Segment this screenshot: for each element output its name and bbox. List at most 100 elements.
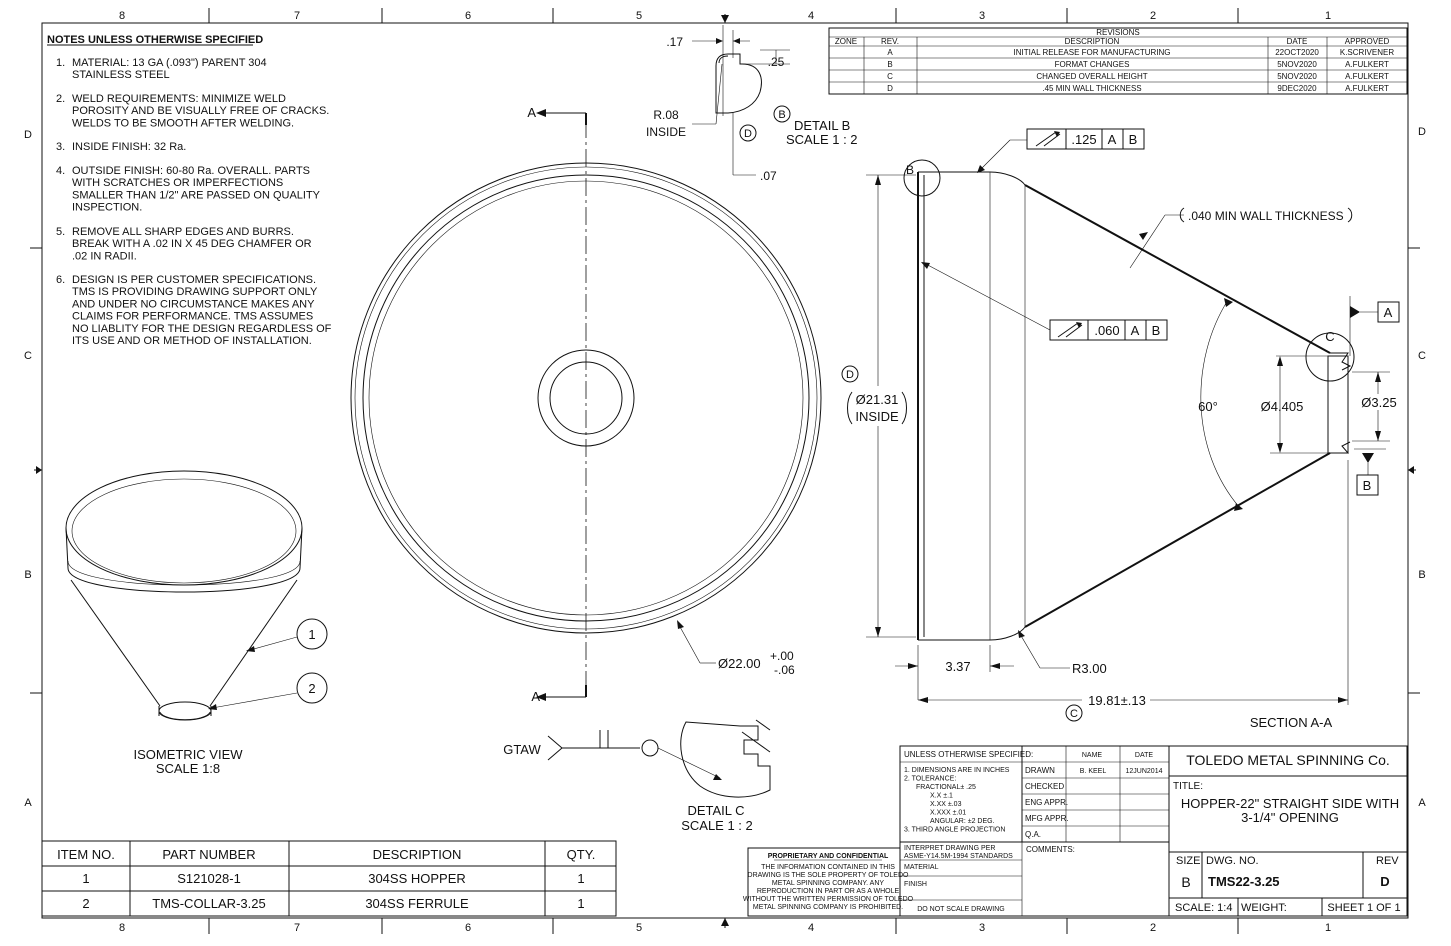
revision-cell: A.FULKERT [1345,60,1389,69]
bom-header: DESCRIPTION [373,847,462,862]
tb-sheet: SHEET 1 OF 1 [1327,902,1400,914]
dimension-017: .17 [666,35,683,49]
tb-weight: WEIGHT: [1241,902,1287,914]
note-number: 1. [56,57,65,69]
bom-cell: S121028-1 [177,871,241,886]
bom-cell: 2 [82,896,89,911]
note-number: 4. [56,165,65,177]
tb-dwg-no: TMS22-3.25 [1208,874,1280,889]
note-line: WELD REQUIREMENTS: MINIMIZE WELD [72,93,286,105]
zone-label-row: D [24,129,32,141]
zone-label-top: 6 [465,10,471,22]
cone-angle: 60° [1198,399,1218,414]
section-letter-top: A [527,105,536,120]
zone-labels-rows: D C B A D C B A [24,126,1426,809]
fcf-top-tolerance: .125 [1071,132,1096,147]
bom-cell: 1 [82,871,89,886]
tb-tolerance-line: 2. TOLERANCE: [904,776,956,783]
opening-diameter: Ø4.405 [1261,399,1304,414]
zone-label-row: A [24,797,32,809]
note-line: MATERIAL: 13 GA (.093") PARENT 304 [72,57,267,69]
zone-label-row: B [24,569,31,581]
zone-label-top: 7 [294,10,300,22]
revision-cell: C [887,72,893,81]
fcf-mid-tolerance: .060 [1094,323,1119,338]
proprietary-lines: THE INFORMATION CONTAINED IN THISDRAWING… [743,864,914,911]
note-line: INSIDE FINISH: 32 Ra. [72,141,186,153]
note-line: REMOVE ALL SHARP EDGES AND BURRS. [72,226,294,238]
note-line: DESIGN IS PER CUSTOMER SPECIFICATIONS. [72,274,316,286]
tb-col-date: DATE [1135,752,1153,759]
zone-label-bottom: 3 [979,922,985,934]
proprietary-line: METAL SPINNING COMPANY. ANY [772,880,884,887]
detail-b-callout-circle [903,159,941,197]
tb-comments-label: COMMENTS: [1026,845,1075,854]
zone-label-bottom: 8 [119,922,125,934]
bom-cell: 1 [577,871,584,886]
revisions-header: ZONE [835,37,857,46]
section-a-a-label: SECTION A-A [1250,715,1333,730]
zone-label-row: A [1418,797,1426,809]
detail-c-scale: SCALE 1 : 2 [681,818,753,833]
tb-dwg-label: DWG. NO. [1206,855,1259,867]
revisions-header: APPROVED [1345,37,1390,46]
revision-flag-d: D [744,128,752,140]
overall-height: 19.81±.13 [1088,693,1146,708]
bom-header: PART NUMBER [162,847,255,862]
note-line: AND UNDER NO CIRCUMSTANCE MAKES ANY [72,298,315,310]
tb-scale: SCALE: 1:4 [1175,902,1232,914]
zone-label-top: 5 [636,10,642,22]
note-line: SMALLER THAN 1/2" ARE PASSED ON QUALITY [72,189,321,201]
tb-title-label: TITLE: [1173,781,1203,792]
note-line: WITH SCRATCHES OR IMPERFECTIONS [72,177,283,189]
fcf-mid-datum: B [1152,323,1161,338]
tb-rev: D [1380,874,1389,889]
note-number: 2. [56,93,65,105]
front-view: A A Ø22.00 +.00 -.06 [350,105,822,704]
zone-label-top: 1 [1325,10,1331,22]
notes-list: 1.MATERIAL: 13 GA (.093") PARENT 304STAI… [56,57,332,347]
tb-finish-label: FINISH [904,881,927,888]
detail-c-tag: C [1325,329,1334,344]
sheet-border [30,8,1420,934]
zone-label-top: 2 [1150,10,1156,22]
proprietary-line: THE INFORMATION CONTAINED IN THIS [761,864,895,871]
zone-label-row: C [1418,350,1426,362]
collar-diameter: Ø3.25 [1361,395,1396,410]
proprietary-line: METAL SPINNING COMPANY IS PROHIBITED. [753,904,903,911]
revision-cell: FORMAT CHANGES [1055,60,1130,69]
zone-label-bottom: 6 [465,922,471,934]
notes-heading: NOTES UNLESS OTHERWISE SPECIFIED [47,34,263,46]
revision-cell: .45 MIN WALL THICKNESS [1042,84,1141,93]
tb-interpret-1: INTERPRET DRAWING PER [904,845,995,852]
tb-do-not-scale: DO NOT SCALE DRAWING [917,906,1005,913]
detail-b-label: DETAIL B [794,118,850,133]
tb-size: B [1181,874,1190,890]
detail-flag-circle [773,105,791,123]
tb-drawn-date: 12JUN2014 [1126,768,1163,775]
tb-rev-label: REV [1376,855,1399,867]
isometric-view: 1 2 ISOMETRIC VIEW SCALE 1:8 [65,470,328,776]
note-number: 3. [56,141,65,153]
tb-drawn-label: DRAWN [1025,766,1055,775]
tb-company: TOLEDO METAL SPINNING Co. [1186,752,1390,768]
tb-col-name: NAME [1082,752,1103,759]
tb-title-line2: 3-1/4" OPENING [1241,810,1339,825]
tb-tolerance-line: 3. THIRD ANGLE PROJECTION [904,827,1005,834]
zone-label-row: D [1418,126,1426,138]
balloon-1-circle [296,618,328,650]
bom-cell: 304SS FERRULE [365,896,469,911]
revision-cell: K.SCRIVENER [1340,48,1394,57]
revisions-header: DATE [1287,37,1308,46]
note-line: WELDS TO BE SMOOTH AFTER WELDING. [72,117,294,129]
title-block: UNLESS OTHERWISE SPECIFIED: NAME DATE 1.… [899,745,1408,917]
tb-tolerance-line: X.XX ±.03 [930,801,962,808]
zone-label-row: B [1418,569,1425,581]
tolerance-lower: -.06 [774,663,795,677]
revision-cell: CHANGED OVERALL HEIGHT [1036,72,1147,81]
detail-b-view: .17 .25 R.08 INSIDE D B .07 DETAIL B SCA… [646,25,858,183]
tb-material-label: MATERIAL [904,864,939,871]
datum-b: B [1363,478,1372,493]
